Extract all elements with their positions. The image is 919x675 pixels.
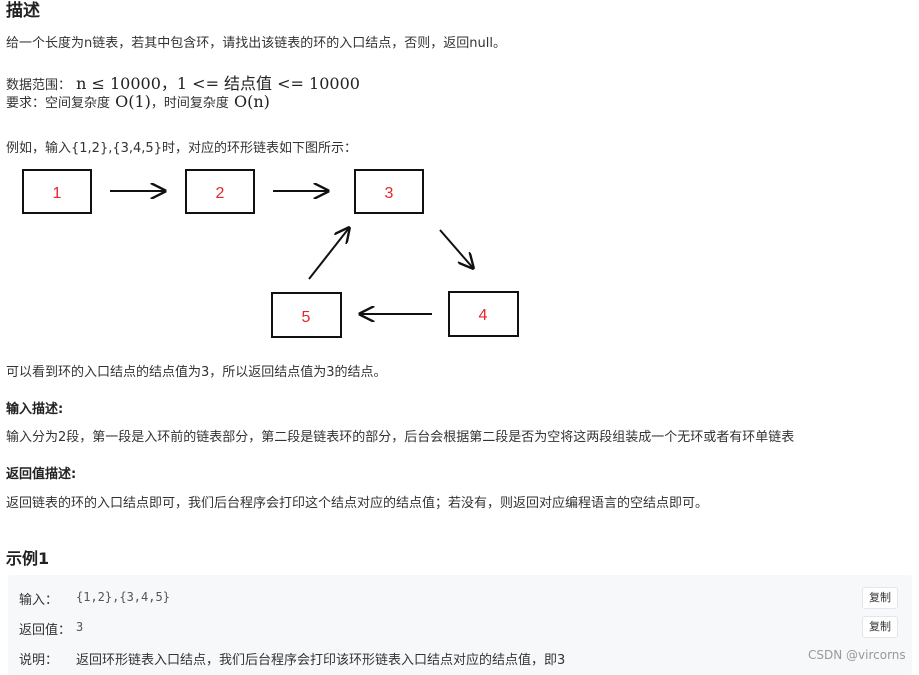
node-3-box xyxy=(354,169,424,214)
problem-intro: 给一个长度为n链表，若其中包含环，请找出该链表的环的入口结点，否则，返回null… xyxy=(6,36,506,51)
node-1-box xyxy=(22,169,92,214)
watermark: CSDN @vircorns xyxy=(808,648,906,662)
space-complexity-text: 空间复杂度 xyxy=(45,96,111,111)
requirement-label: 要求： xyxy=(6,96,46,111)
input-desc-title: 输入描述: xyxy=(6,402,64,417)
data-range-formula: n ≤ 10000，1 <= 结点值 <= 10000 xyxy=(76,74,360,93)
node-4-label: 4 xyxy=(479,307,488,324)
example-input-value: {1,2},{3,4,5} xyxy=(76,590,170,604)
input-desc-text: 输入分为2段，第一段是入环前的链表部分，第二段是链表环的部分，后台会根据第二段是… xyxy=(6,430,795,445)
time-complexity-formula: O(n) xyxy=(234,92,270,111)
node-5-box xyxy=(271,292,342,338)
return-desc-title: 返回值描述: xyxy=(6,467,77,482)
copy-return-button[interactable]: 复制 xyxy=(862,616,898,638)
example-explain-value: 返回环形链表入口结点，我们后台程序会打印该环形链表入口结点对应的结点值，即3 xyxy=(76,653,566,668)
copy-input-button[interactable]: 复制 xyxy=(862,587,898,609)
example-explain-label: 说明： xyxy=(19,653,59,668)
node-2-box xyxy=(185,169,255,214)
example-1-title: 示例1 xyxy=(6,549,50,568)
space-complexity-formula: O(1) xyxy=(115,92,151,111)
example-intro: 例如，输入{1,2},{3,4,5}时，对应的环形链表如下图所示： xyxy=(6,141,357,156)
section-title: 描述 xyxy=(6,1,40,21)
arrow-5-to-3 xyxy=(308,228,349,280)
conclusion-text: 可以看到环的入口结点的结点值为3，所以返回结点值为3的结点。 xyxy=(6,365,387,380)
data-range-label: 数据范围： xyxy=(6,78,72,93)
node-2-label: 2 xyxy=(216,185,225,202)
linked-list-diagram: 1 2 3 4 5 xyxy=(22,169,519,338)
data-range: 数据范围： n ≤ 10000，1 <= 结点值 <= 10000 xyxy=(6,70,360,94)
example-return-label: 返回值： xyxy=(19,623,72,638)
example-return-value: 3 xyxy=(76,620,84,634)
time-complexity-text: ，时间复杂度 xyxy=(150,96,229,111)
complexity-requirement: 要求：空间复杂度 O(1)，时间复杂度 O(n) xyxy=(6,92,270,111)
example-input-label: 输入： xyxy=(19,593,59,608)
example-1-box xyxy=(8,575,912,675)
return-desc-text: 返回链表的环的入口结点即可，我们后台程序会打印这个结点对应的结点值；若没有，则返… xyxy=(6,496,709,511)
node-3-label: 3 xyxy=(385,185,394,202)
node-1-label: 1 xyxy=(53,185,62,202)
arrow-3-to-4 xyxy=(439,229,473,268)
node-5-label: 5 xyxy=(302,309,311,326)
node-4-box xyxy=(448,291,519,337)
